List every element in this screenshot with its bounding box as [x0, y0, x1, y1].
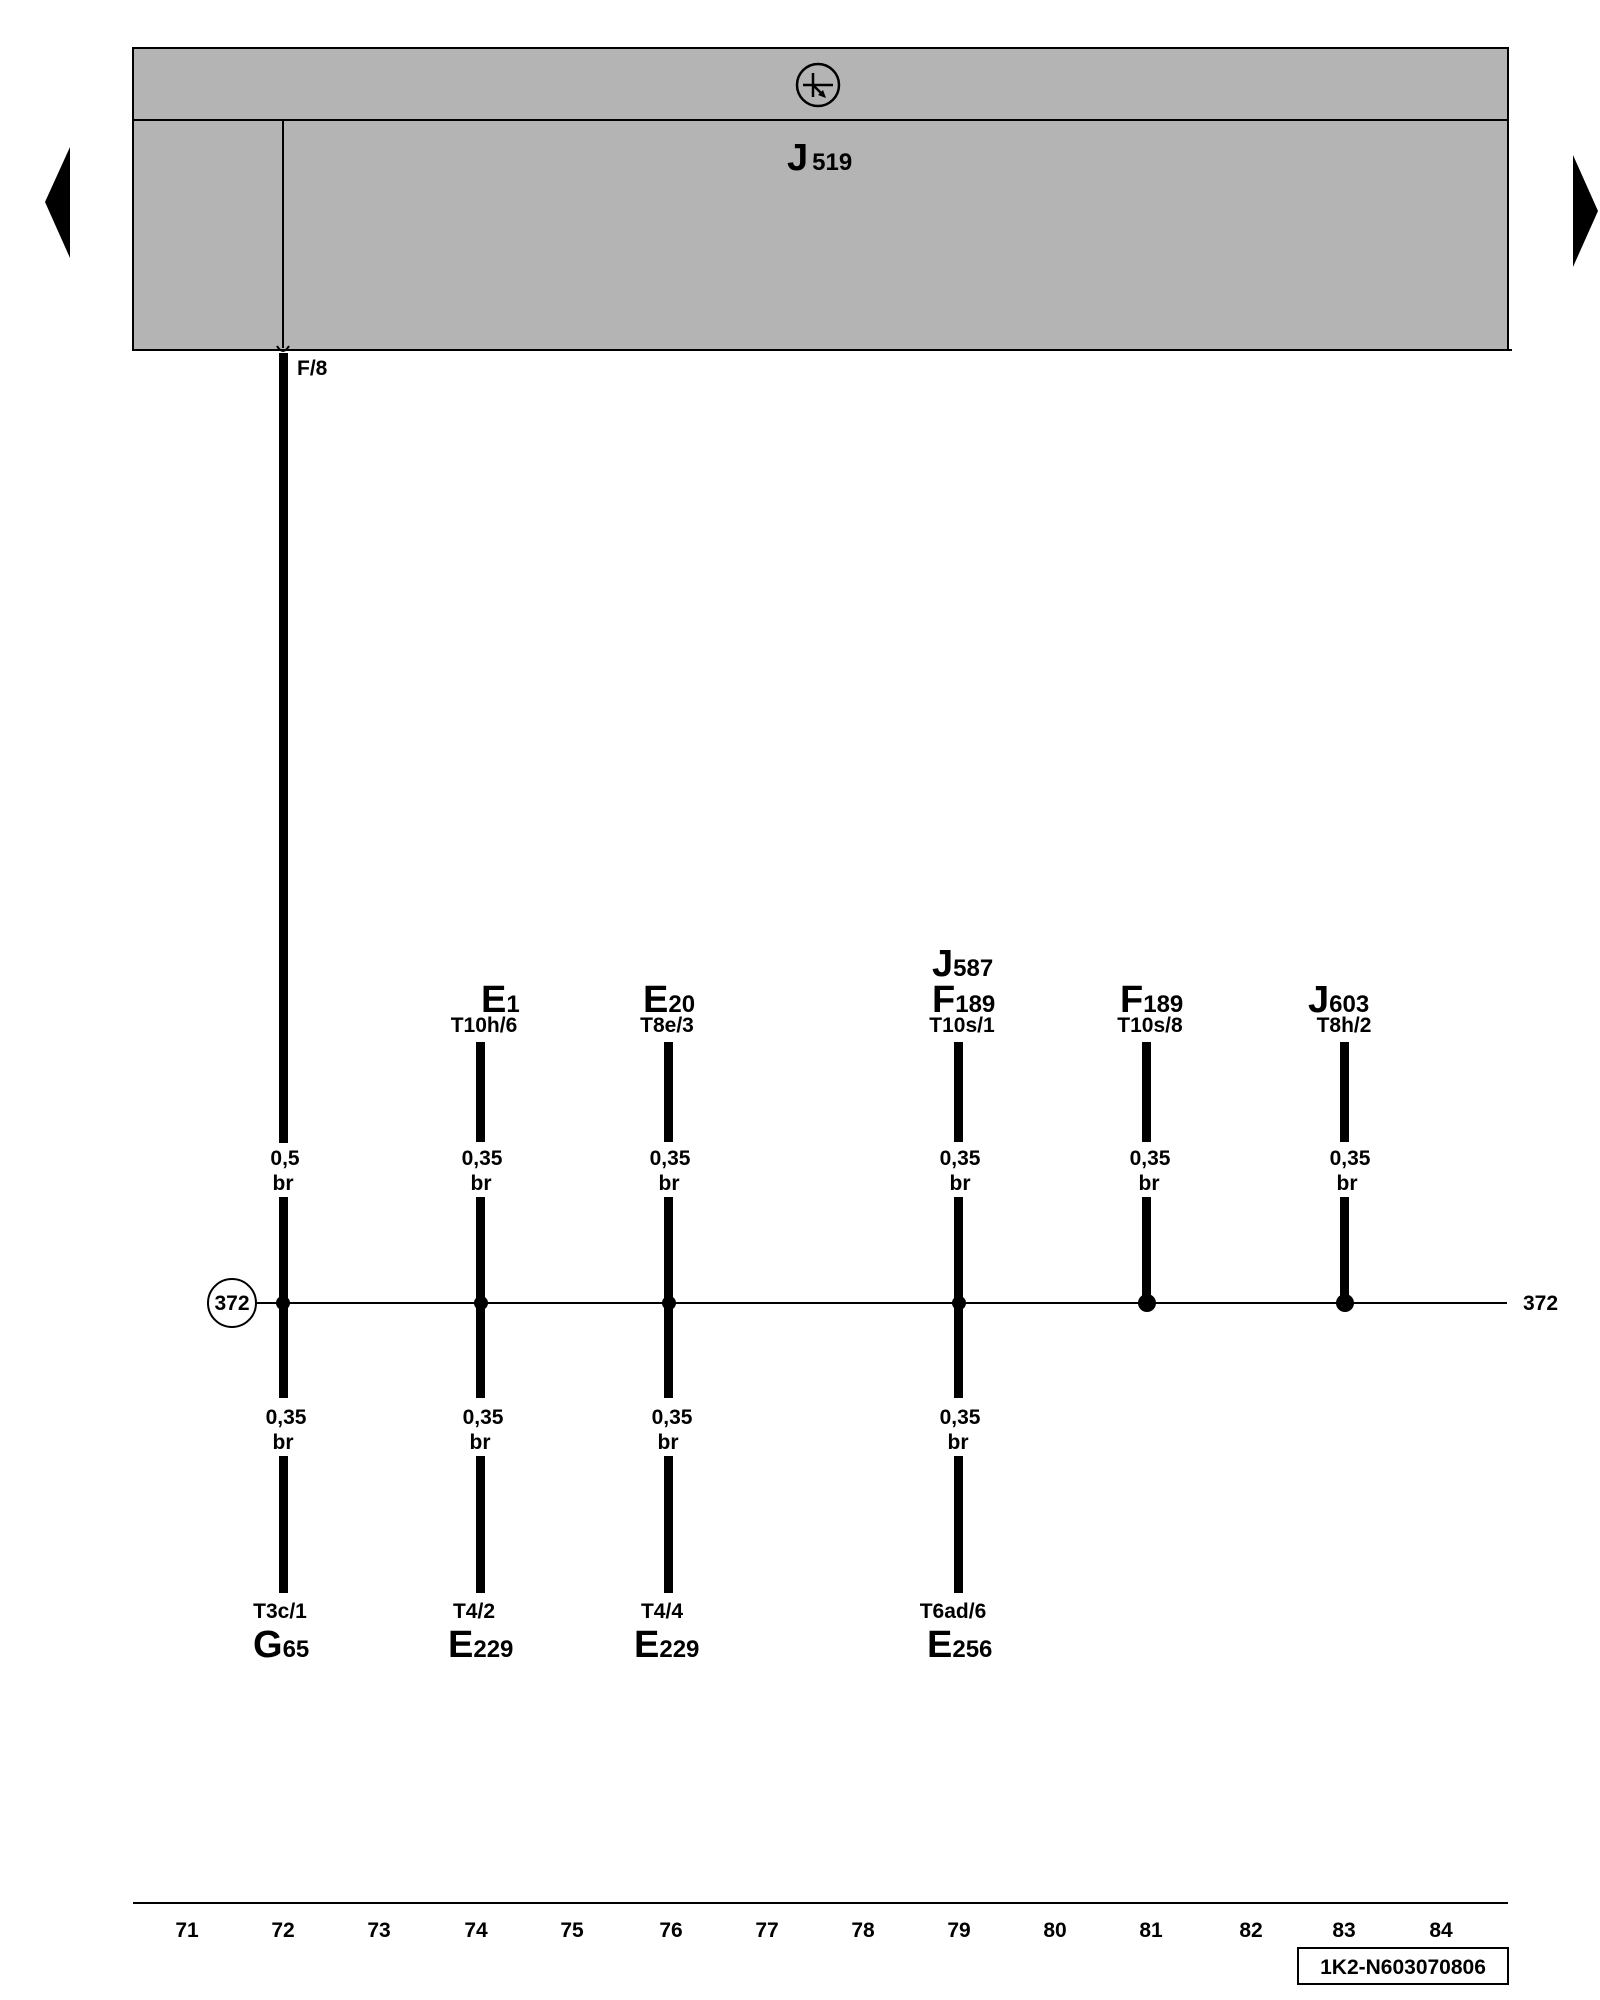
connector-label: T10s/8: [1117, 1014, 1183, 1037]
component-label: E1: [481, 979, 520, 1021]
component-label: J587: [932, 943, 993, 985]
wire-segment: [954, 1303, 963, 1398]
grid-number: 75: [560, 1919, 584, 1942]
connector-label: T8e/3: [640, 1014, 694, 1037]
grid-numbers: 71 72 73 74 75 76 77 78 79 80 81 82 83 8…: [175, 1919, 1453, 1942]
grid-number: 83: [1332, 1919, 1355, 1942]
wire-segment: [476, 1197, 485, 1303]
wire-segment: [279, 1303, 288, 1398]
upper-wire-1: E1 T10h/6 0,35 br: [451, 979, 520, 1310]
bus-reference-left: 372: [214, 1292, 249, 1315]
connector-label: T4/4: [641, 1600, 683, 1623]
wire-color: br: [659, 1172, 680, 1195]
wire-segment: [476, 1303, 485, 1398]
wire-end-point: [1336, 1294, 1354, 1312]
connector-label: T6ad/6: [920, 1600, 987, 1623]
grid-number: 73: [367, 1919, 390, 1942]
wire-gauge: 0,35: [463, 1406, 504, 1429]
grid-number: 72: [271, 1919, 294, 1942]
grid-number: 80: [1043, 1919, 1066, 1942]
upper-wire-4: F189 T10s/8 0,35 br: [1117, 979, 1183, 1312]
wire-gauge: 0,35: [652, 1406, 693, 1429]
grid-number: 82: [1239, 1919, 1262, 1942]
grid-number: 76: [659, 1919, 682, 1942]
bus-reference-right: 372: [1523, 1292, 1558, 1315]
upper-wire-0: 0,5 br: [270, 353, 300, 1310]
document-code-box: [1297, 1947, 1509, 1985]
wire-segment: [1142, 1197, 1151, 1303]
component-label: E256: [927, 1624, 992, 1666]
grid-number: 81: [1139, 1919, 1163, 1942]
lower-wire-1: 0,35 br T4/2 E229: [448, 1303, 513, 1666]
wire-segment: [954, 1197, 963, 1303]
grid-number: 77: [755, 1919, 778, 1942]
wire-color: br: [1139, 1172, 1160, 1195]
wire-gauge: 0,35: [266, 1406, 307, 1429]
wire-segment: [476, 1456, 485, 1593]
wire-segment: [664, 1042, 673, 1142]
wire-segment: [954, 1042, 963, 1142]
wire-color: br: [950, 1172, 971, 1195]
wire-segment: [664, 1197, 673, 1303]
component-label: F189: [932, 979, 995, 1021]
connector-label: T10h/6: [451, 1014, 518, 1037]
wire-segment: [664, 1303, 673, 1398]
wire-segment: [664, 1456, 673, 1593]
control-unit-pin-label: F/8: [297, 357, 328, 380]
connector-label: T8h/2: [1317, 1014, 1372, 1037]
lower-wire-2: 0,35 br T4/4 E229: [634, 1303, 699, 1666]
wire-color: br: [273, 1431, 294, 1454]
pin-marker-icon: [276, 345, 290, 352]
control-unit-panel: [132, 47, 1512, 351]
wire-segment: [1142, 1042, 1151, 1142]
wire-gauge: 0,35: [1330, 1147, 1371, 1170]
connector-label: T3c/1: [253, 1600, 307, 1623]
document-code: 1K2-N603070806: [1320, 1956, 1486, 1979]
upper-wire-5: J603 T8h/2 0,35 br: [1308, 979, 1371, 1312]
prev-page-arrow-icon[interactable]: [45, 147, 70, 258]
lower-wire-3: 0,35 br T6ad/6 E256: [920, 1303, 992, 1666]
upper-wire-2: E20 T8e/3 0,35 br: [640, 979, 695, 1310]
electronic-module-symbol-icon: [795, 62, 841, 108]
wire-segment: [476, 1042, 485, 1142]
lower-wire-0: 0,35 br T3c/1 G65: [253, 1303, 309, 1666]
component-label: J603: [1308, 979, 1369, 1021]
wire-color: br: [273, 1172, 294, 1195]
wire-segment: [954, 1456, 963, 1593]
wire-segment: [1340, 1197, 1349, 1303]
wire-gauge: 0,5: [270, 1147, 300, 1170]
wire-color: br: [1337, 1172, 1358, 1195]
component-label: G65: [253, 1624, 309, 1666]
wire-segment: [1340, 1042, 1349, 1142]
wire-segment: [279, 1456, 288, 1593]
connector-label: T4/2: [453, 1600, 495, 1623]
next-page-arrow-icon[interactable]: [1573, 155, 1598, 267]
component-label: E229: [634, 1624, 699, 1666]
wire-gauge: 0,35: [650, 1147, 691, 1170]
bus-reference-circle: [207, 1278, 257, 1328]
grid-number: 79: [947, 1919, 970, 1942]
component-label: F189: [1120, 979, 1183, 1021]
wire-segment: [279, 353, 288, 1143]
grid-number: 74: [464, 1919, 488, 1942]
wire-segment: [279, 1197, 288, 1303]
component-label: E229: [448, 1624, 513, 1666]
grid-number: 78: [851, 1919, 875, 1942]
wire-gauge: 0,35: [1130, 1147, 1171, 1170]
component-label: E20: [643, 979, 695, 1021]
wire-gauge: 0,35: [940, 1406, 981, 1429]
upper-wire-3: J587 F189 T10s/1 0,35 br: [929, 943, 995, 1310]
grid-number: 71: [175, 1919, 199, 1942]
grid-number: 84: [1429, 1919, 1453, 1942]
wire-color: br: [471, 1172, 492, 1195]
wire-color: br: [470, 1431, 491, 1454]
wire-gauge: 0,35: [462, 1147, 503, 1170]
wire-end-point: [1138, 1294, 1156, 1312]
wire-gauge: 0,35: [940, 1147, 981, 1170]
wire-color: br: [658, 1431, 679, 1454]
connector-label: T10s/1: [929, 1014, 995, 1037]
wire-color: br: [948, 1431, 969, 1454]
